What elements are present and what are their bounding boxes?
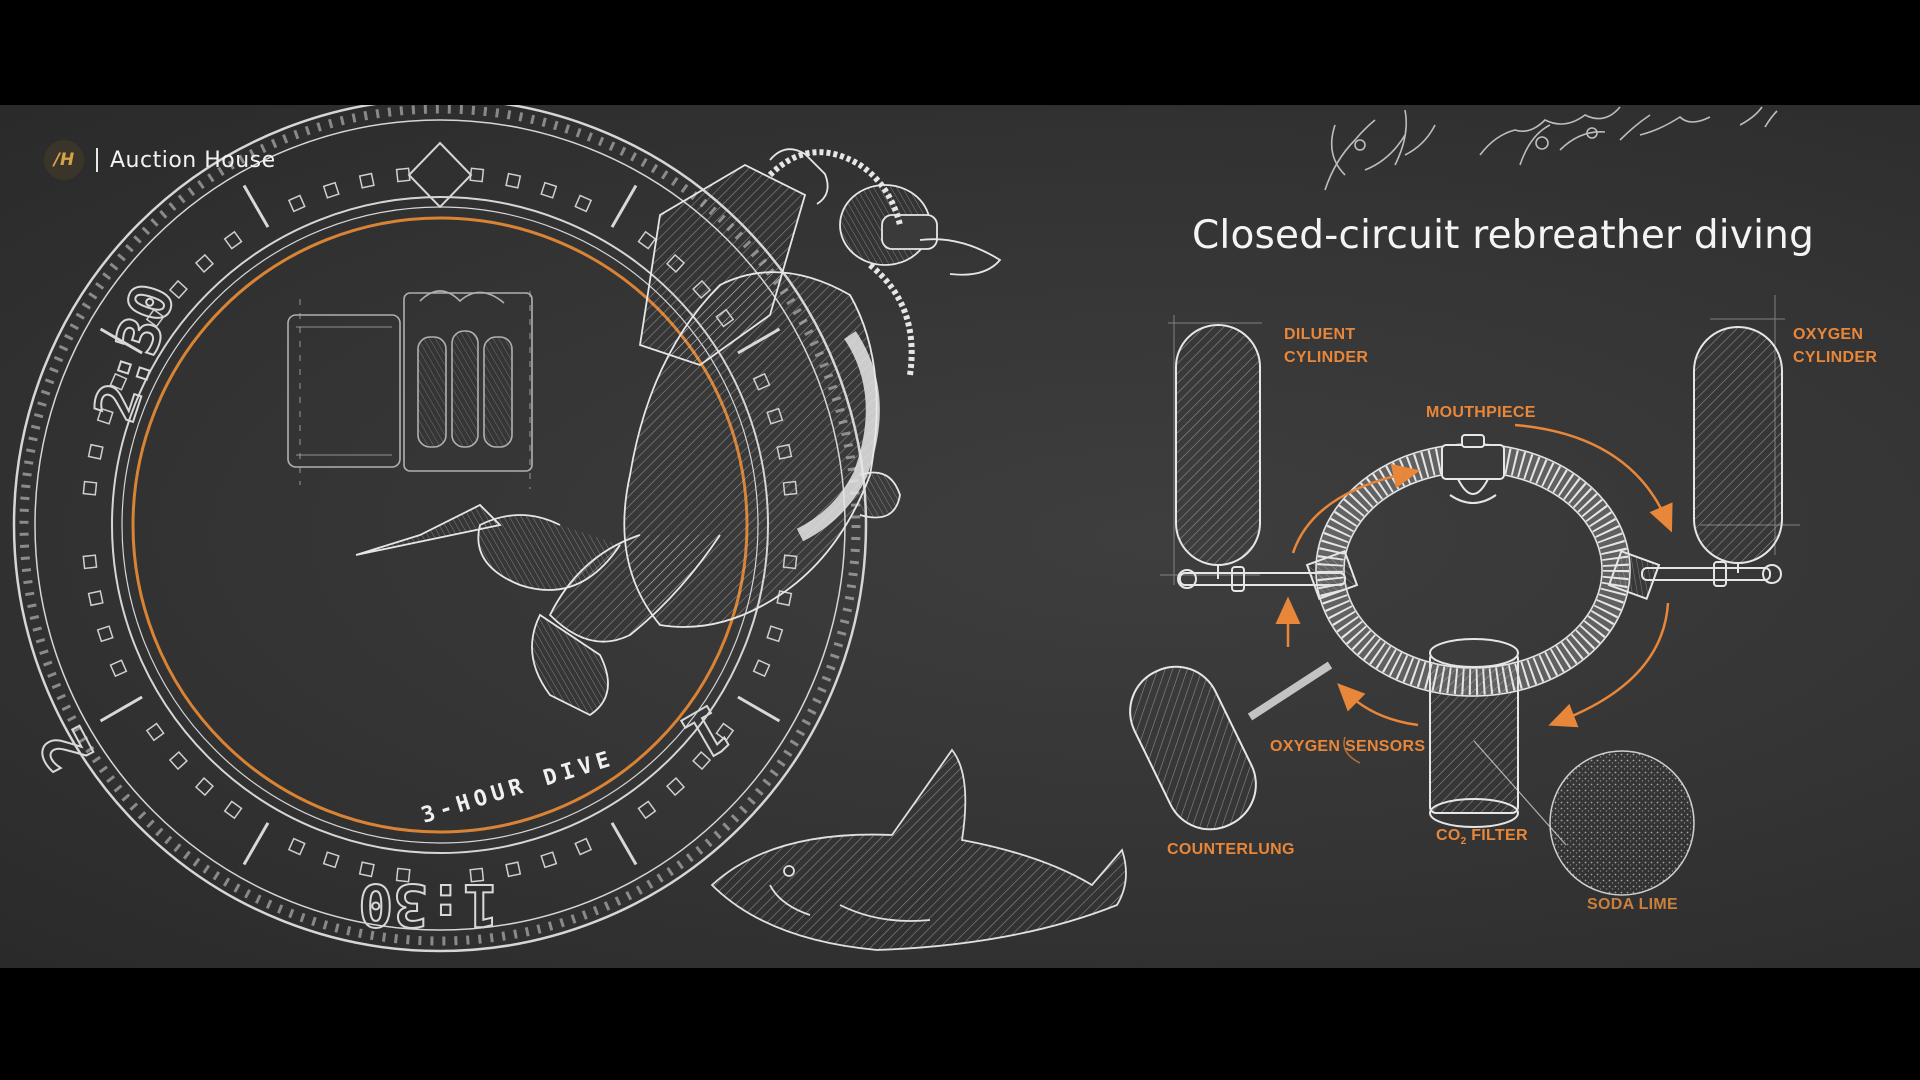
bezel-tick: [737, 695, 781, 723]
bezel-tick: [287, 837, 306, 856]
shark-illustration: [710, 748, 1127, 951]
bezel-tick: [287, 194, 306, 213]
bezel-tick: [610, 822, 638, 866]
bezel-tick: [99, 327, 143, 355]
left-valve-block: [1305, 549, 1359, 601]
bezel-tick: [322, 181, 340, 199]
bezel-tick: [322, 851, 340, 869]
diluent-cylinder: [1175, 324, 1346, 592]
brand-divider: [96, 148, 98, 172]
label-co2-filter: CO2 FILTER: [1436, 827, 1528, 848]
oxygen-cylinder: [1641, 326, 1783, 587]
bezel-tick: [242, 184, 270, 228]
bezel-tick: [223, 800, 243, 820]
bezel-tick: [109, 372, 128, 391]
bezel-tick: [145, 308, 165, 328]
bezel-tick: [82, 554, 98, 570]
bezel-tick: [610, 184, 638, 228]
soda-lime-illustration: [1549, 750, 1695, 896]
bezel-tick: [574, 194, 593, 213]
bezel-tick: [540, 181, 558, 199]
label-mouthpiece: MOUTHPIECE: [1426, 404, 1536, 421]
bezel-tick: [87, 443, 104, 460]
bezel-tick: [469, 867, 485, 883]
bezel-tick: [223, 230, 243, 250]
label-soda-lime: SODA LIME: [1587, 896, 1678, 913]
bezel-tick: [96, 407, 114, 425]
rebreather-unit-illustration: [287, 290, 533, 489]
right-valve-block: [1607, 549, 1661, 601]
bezel-marker-1: 1: [671, 689, 741, 772]
illustration-layer: 2:30 2 1:30 1 3-HOUR DIVE: [12, 105, 1800, 953]
label-oxygen-sensors: OXYGEN SENSORS: [1270, 738, 1426, 755]
bezel-tick: [194, 777, 214, 797]
bezel-tick: [692, 751, 712, 771]
diver-illustration: [355, 148, 1002, 717]
bezel-tick: [637, 800, 657, 820]
bezel-tick: [99, 695, 143, 723]
bezel-tick: [715, 722, 735, 742]
bezel-triangle-marker: [407, 141, 473, 209]
bezel-tick: [109, 659, 128, 678]
bezel-tick: [637, 230, 657, 250]
bezel-tick: [395, 867, 411, 883]
diagram-title: Closed-circuit rebreather diving: [1192, 213, 1815, 258]
bezel-tick: [574, 837, 593, 856]
infographic-stage: 2:30 2 1:30 1 3-HOUR DIVE: [0, 105, 1920, 968]
bezel-tick: [168, 751, 188, 771]
bezel-tick: [358, 861, 375, 878]
bezel-marker-2: 2: [26, 713, 109, 782]
bezel-tick: [752, 659, 771, 678]
letterbox-bottom: [0, 968, 1920, 1080]
bezel-tick: [540, 851, 558, 869]
coral-illustration: [1324, 106, 1778, 191]
label-counterlung: COUNTERLUNG: [1167, 841, 1295, 858]
bezel-tick: [666, 777, 686, 797]
bezel-tick: [168, 279, 188, 299]
bezel-tick: [766, 625, 784, 643]
label-diluent-cylinder: DILUENT CYLINDER: [1284, 326, 1369, 366]
bezel-tick: [82, 480, 98, 496]
brand-header: /H Auction House: [44, 140, 276, 180]
bezel-tick: [505, 172, 522, 189]
counterlung-illustration: [1129, 661, 1333, 831]
bezel-tick: [96, 625, 114, 643]
bezel-tick: [358, 172, 375, 189]
auction-house-logo-icon: /H: [44, 140, 84, 180]
brand-name: Auction House: [110, 147, 276, 173]
bezel-tick: [242, 822, 270, 866]
bezel-tick: [87, 590, 104, 607]
letterbox-top: [0, 0, 1920, 105]
bezel-tick: [145, 722, 165, 742]
label-oxygen-cylinder: OXYGEN CYLINDER: [1793, 326, 1878, 366]
co2-filter-canister: [1429, 638, 1567, 846]
mouthpiece-illustration: [1441, 434, 1505, 504]
dial-caption: 3-HOUR DIVE: [418, 746, 617, 829]
flow-arrows: [1275, 423, 1673, 764]
bezel-marker-130: 1:30: [358, 871, 498, 939]
bezel-tick: [194, 253, 214, 273]
bezel-tick: [505, 861, 522, 878]
